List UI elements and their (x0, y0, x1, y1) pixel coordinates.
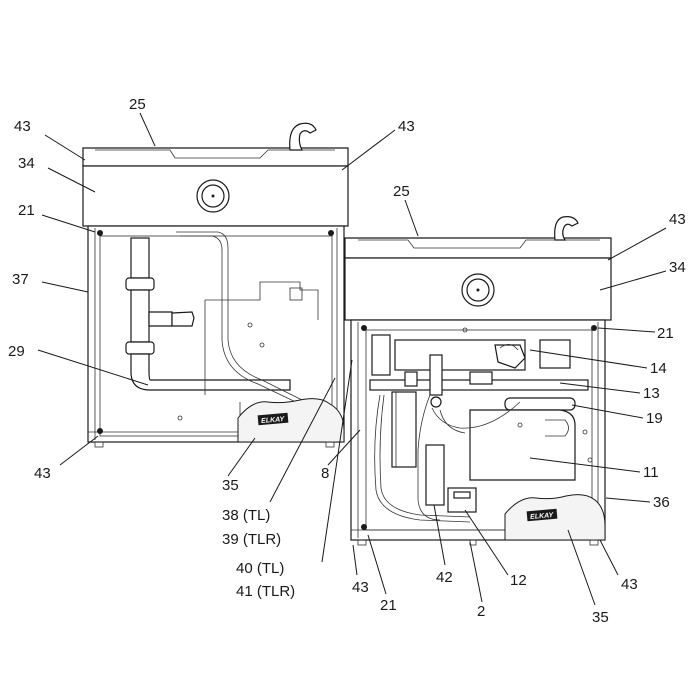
callout-labels: 25 43 43 34 21 37 29 43 35 38 (TL) 39 (T… (8, 96, 686, 626)
right-cooler-unit: ELKAY (344, 216, 612, 546)
callout-43-left-bottom: 43 (34, 465, 51, 482)
left-cooler-unit: ELKAY (82, 122, 349, 448)
callout-39-tlr: 39 (TLR) (222, 531, 281, 548)
callout-43-top-mid: 43 (398, 118, 415, 135)
callout-43-right-top: 43 (669, 211, 686, 228)
leader-lines (37, 112, 667, 606)
callout-29: 29 (8, 343, 25, 360)
callout-36: 36 (653, 494, 670, 511)
callout-34-left: 34 (18, 155, 35, 172)
callout-41-tlr: 41 (TLR) (236, 583, 295, 600)
callout-35-right: 35 (592, 609, 609, 626)
callout-35-left: 35 (222, 477, 239, 494)
callout-37: 37 (12, 271, 29, 288)
callout-11: 11 (643, 464, 659, 481)
callout-21-left: 21 (18, 202, 35, 219)
elkay-logo-left: ELKAY (261, 416, 286, 425)
callout-25-right: 25 (393, 183, 410, 200)
callout-34-right: 34 (669, 259, 686, 276)
callout-12: 12 (510, 572, 527, 589)
callout-38-tl: 38 (TL) (222, 507, 270, 524)
elkay-logo-right: ELKAY (530, 512, 555, 521)
callout-14: 14 (650, 360, 667, 377)
callout-21-bottom: 21 (380, 597, 397, 614)
callout-25-left: 25 (129, 96, 146, 113)
callout-42: 42 (436, 569, 453, 586)
callout-2: 2 (477, 603, 485, 620)
callout-43-top-left: 43 (14, 118, 31, 135)
callout-43-right-bottom: 43 (621, 576, 638, 593)
callout-40-tl: 40 (TL) (236, 560, 284, 577)
callout-13: 13 (643, 385, 660, 402)
callout-19: 19 (646, 410, 663, 427)
callout-43-mid-bottom: 43 (352, 579, 369, 596)
callout-21-right: 21 (657, 325, 674, 342)
callout-8: 8 (321, 465, 329, 482)
